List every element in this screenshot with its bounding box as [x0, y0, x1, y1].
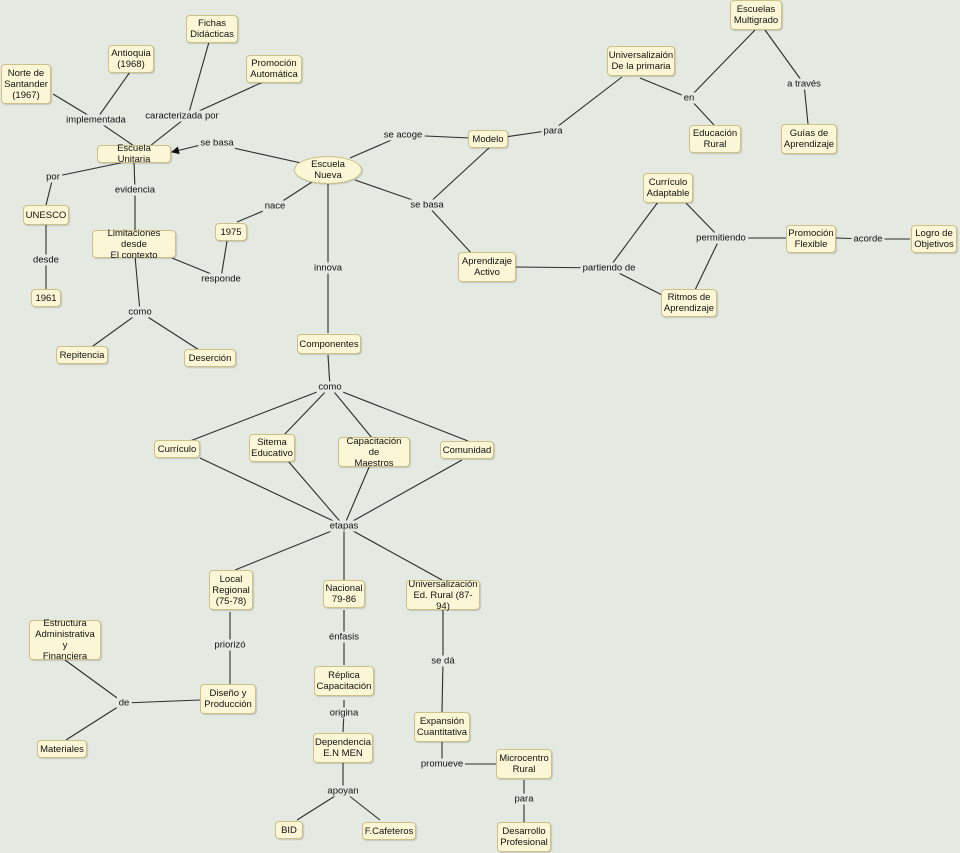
link-label-origina: origina [327, 707, 361, 719]
link-label-desde: desde [31, 254, 61, 266]
node-unesco[interactable]: UNESCO [23, 205, 69, 225]
node-universalizacion-rural[interactable]: Universalización Ed. Rural (87-94) [406, 579, 480, 612]
link-label-por: por [44, 171, 62, 183]
node-replica-capacitacion[interactable]: Réplica Capacitación [314, 666, 374, 696]
node-sistema-educativo[interactable]: Sitema Educativo [249, 434, 295, 462]
node-estructura[interactable]: Estructura Administrativa y Financiera [29, 618, 101, 662]
link-label-promueve: promueve [418, 758, 466, 770]
link-label-a-traves: a través [785, 78, 823, 90]
node-norte-santander[interactable]: Norte de Santander (1967) [1, 64, 51, 104]
link-label-caracterizada-por: caracterizada por [143, 110, 221, 122]
node-1975[interactable]: 1975 [215, 223, 247, 241]
node-promocion-automatica[interactable]: Promoción Automática [246, 55, 302, 83]
node-repitencia[interactable]: Repitencia [56, 346, 108, 364]
link-label-como-2: como [316, 381, 344, 393]
node-materiales[interactable]: Materiales [37, 740, 87, 758]
node-expansion-cuantitativa[interactable]: Expansión Cuantitativa [414, 712, 470, 742]
node-curriculo[interactable]: Currículo [154, 440, 200, 458]
link-label-priorizo: priorizó [212, 639, 248, 651]
node-microcentro-rural[interactable]: Microcentro Rural [496, 749, 552, 779]
node-1961[interactable]: 1961 [31, 289, 61, 307]
node-curriculo-adaptable[interactable]: Currículo Adaptable [643, 173, 693, 203]
link-label-se-acoge: se acoge [381, 129, 425, 141]
node-desercion[interactable]: Deserción [184, 349, 236, 367]
node-bid[interactable]: BID [275, 821, 303, 839]
node-limitaciones[interactable]: Limitaciones desde El contexto [92, 228, 176, 261]
link-label-se-da: se dá [429, 655, 457, 667]
link-label-evidencia: evidencia [112, 184, 158, 196]
connector-lines [45, 29, 910, 822]
node-ritmos-aprendizaje[interactable]: Ritmos de Aprendizaje [661, 289, 717, 317]
link-label-permitiendo: permitiendo [694, 232, 748, 244]
node-componentes[interactable]: Componentes [297, 334, 361, 354]
node-escuela-unitaria[interactable]: Escuela Unitaria [97, 143, 171, 165]
node-comunidad[interactable]: Comunidad [440, 441, 494, 459]
node-diseno-produccion[interactable]: Diseño y Producción [200, 684, 256, 714]
link-label-responde: responde [199, 273, 243, 285]
node-capacitacion-maestros[interactable]: Capacitación de Maestros [338, 436, 410, 469]
link-label-como: como [126, 306, 154, 318]
link-label-para: para [541, 125, 565, 137]
node-escuelas-multigrado[interactable]: Escuelas Multigrado [730, 0, 782, 30]
node-f-cafeteros[interactable]: F.Cafeteros [362, 822, 416, 840]
node-fichas-didacticas[interactable]: Fichas Didácticas [186, 15, 238, 43]
node-logro-objetivos[interactable]: Logro de Objetivos [911, 225, 957, 253]
node-promocion-flexible[interactable]: Promoción Flexible [786, 225, 836, 253]
node-aprendizaje-activo[interactable]: Aprendizaje Activo [458, 252, 516, 282]
node-nacional[interactable]: Nacional 79-86 [323, 580, 365, 608]
link-label-partiendo-de: partiendo de [580, 262, 638, 274]
node-universalizacion-primaria[interactable]: Universalizaión De la primaria [607, 46, 675, 76]
node-educacion-rural[interactable]: Educación Rural [689, 125, 741, 153]
node-guias-aprendizaje[interactable]: Guías de Aprendizaje [781, 124, 837, 154]
node-local-regional[interactable]: Local Regional (75-78) [209, 570, 253, 610]
link-label-se-basa-2: se basa [408, 199, 446, 211]
link-label-en: en [681, 92, 697, 104]
node-desarrollo-profesional[interactable]: Desarrollo Profesional [497, 822, 551, 852]
node-modelo[interactable]: Modelo [468, 130, 508, 148]
link-label-apoyan: apoyan [325, 785, 361, 797]
link-label-acorde: acorde [851, 233, 885, 245]
link-label-de: de [116, 697, 132, 709]
link-label-se-basa: se basa [198, 137, 236, 149]
link-label-nace: nace [262, 200, 288, 212]
node-escuela-nueva[interactable]: Escuela Nueva [294, 156, 362, 184]
link-label-enfasis: énfasis [326, 631, 362, 643]
link-label-innova: innova [312, 262, 344, 274]
node-dependencia[interactable]: Dependencia E.N MEN [313, 733, 373, 763]
link-label-para-2: para [512, 793, 536, 805]
link-label-implementada: implementada [64, 114, 128, 126]
node-antioquia[interactable]: Antioquia (1968) [108, 45, 154, 73]
link-label-etapas: etapas [327, 520, 361, 532]
